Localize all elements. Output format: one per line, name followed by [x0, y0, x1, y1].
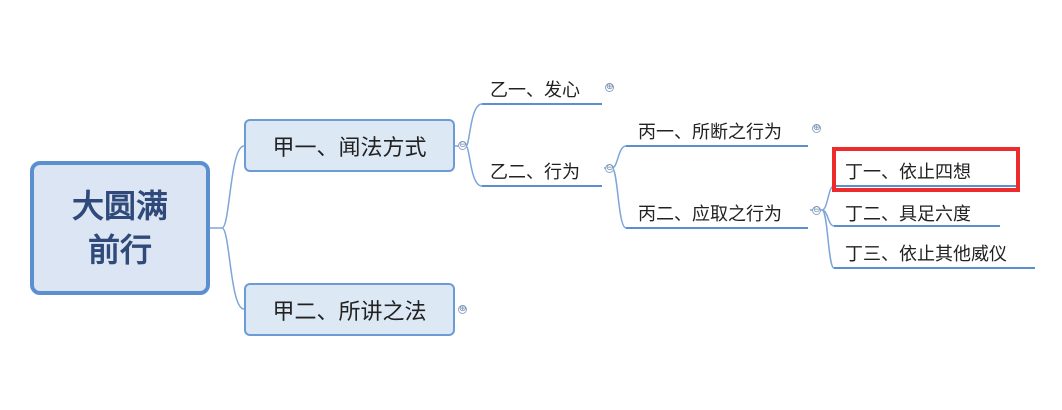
highlight-box: [832, 147, 1020, 192]
topic-jia2[interactable]: 甲二、所讲之法: [244, 283, 455, 336]
collapse-toggle-icon[interactable]: ⊖: [605, 163, 614, 173]
root-topic-line2: 前行: [87, 231, 152, 269]
topic-ding2[interactable]: 丁二、具足六度: [845, 204, 971, 225]
expand-toggle-icon[interactable]: ⊕: [605, 82, 614, 92]
topic-jia1[interactable]: 甲一、闻法方式: [244, 119, 455, 172]
topic-bing1[interactable]: 丙一、所断之行为: [638, 122, 782, 143]
topic-ding3[interactable]: 丁三、依止其他威仪: [845, 244, 1007, 265]
expand-toggle-icon[interactable]: ⊕: [812, 123, 821, 133]
topic-yi2[interactable]: 乙二、行为: [490, 162, 580, 183]
root-topic-line1: 大圆满: [71, 187, 168, 225]
expand-toggle-icon[interactable]: ⊕: [458, 304, 467, 314]
topic-yi1[interactable]: 乙一、发心: [490, 80, 580, 101]
root-topic[interactable]: 大圆满前行: [30, 161, 210, 295]
collapse-toggle-icon[interactable]: ⊖: [812, 205, 821, 215]
topic-jia2-label: 甲二、所讲之法: [272, 299, 427, 325]
collapse-toggle-icon[interactable]: ⊖: [458, 140, 467, 150]
topic-bing2[interactable]: 丙二、应取之行为: [638, 204, 782, 225]
topic-ding1[interactable]: 丁一、依止四想: [845, 162, 971, 183]
topic-jia1-label: 甲一、闻法方式: [272, 135, 427, 161]
